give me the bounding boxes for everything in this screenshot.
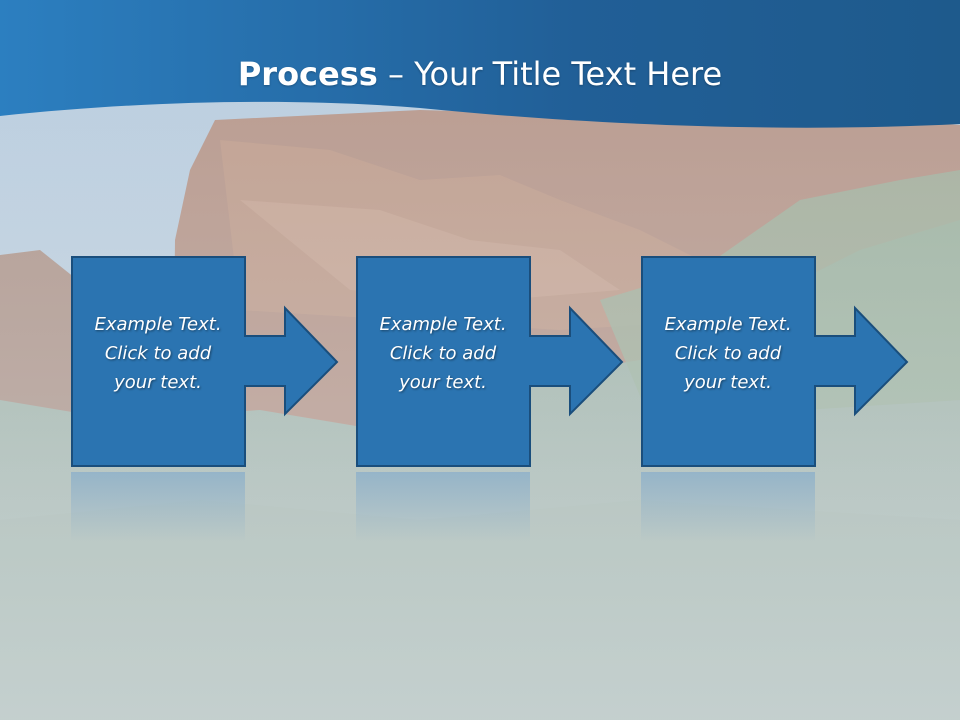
process-step-3[interactable]: Example Text. Click to add your text. <box>641 256 911 468</box>
title-band <box>0 0 960 128</box>
step-2-label[interactable]: Example Text. Click to add your text. <box>379 313 507 393</box>
process-step-2[interactable]: Example Text. Click to add your text. <box>356 256 626 468</box>
title-bold: Process <box>237 55 378 93</box>
slide-title[interactable]: Process – Your Title Text Here <box>0 50 960 98</box>
step-1-reflection <box>71 472 245 542</box>
step-2-reflection <box>356 472 530 542</box>
step-1-arrow-shape <box>71 256 339 467</box>
step-3-label[interactable]: Example Text. Click to add your text. <box>664 313 792 393</box>
step-3-box: Example Text. Click to add your text. <box>641 256 815 466</box>
step-1-box: Example Text. Click to add your text. <box>71 256 245 466</box>
process-step-1[interactable]: Example Text. Click to add your text. <box>71 256 341 468</box>
step-3-arrow-shape <box>641 256 909 467</box>
step-3-reflection <box>641 472 815 542</box>
title-rest: – Your Title Text Here <box>377 55 723 93</box>
step-1-label[interactable]: Example Text. Click to add your text. <box>94 313 222 393</box>
step-2-box: Example Text. Click to add your text. <box>356 256 530 466</box>
step-2-arrow-shape <box>356 256 624 467</box>
